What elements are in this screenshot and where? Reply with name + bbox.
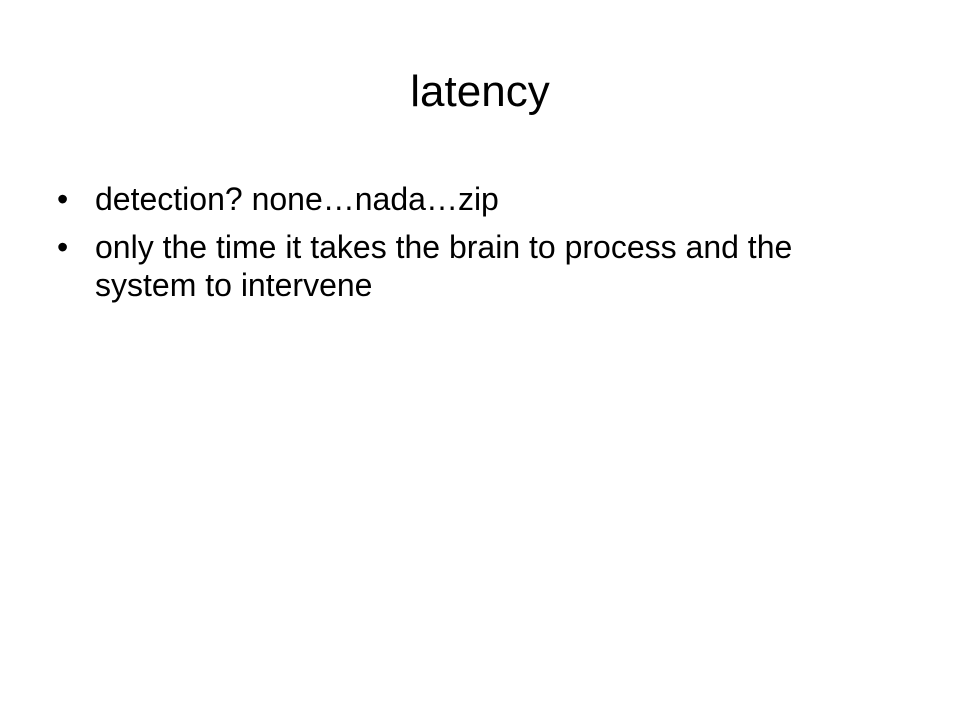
bullet-icon: •: [57, 181, 69, 217]
bullet-text: only the time it takes the brain to proc…: [95, 229, 793, 303]
list-item: • detection? none…nada…zip: [57, 180, 887, 218]
bullet-icon: •: [57, 229, 69, 265]
slide-title: latency: [410, 67, 550, 116]
bullet-text: detection? none…nada…zip: [95, 181, 499, 217]
bullet-list: • detection? none…nada…zip • only the ti…: [57, 180, 887, 314]
list-item: • only the time it takes the brain to pr…: [57, 228, 887, 304]
